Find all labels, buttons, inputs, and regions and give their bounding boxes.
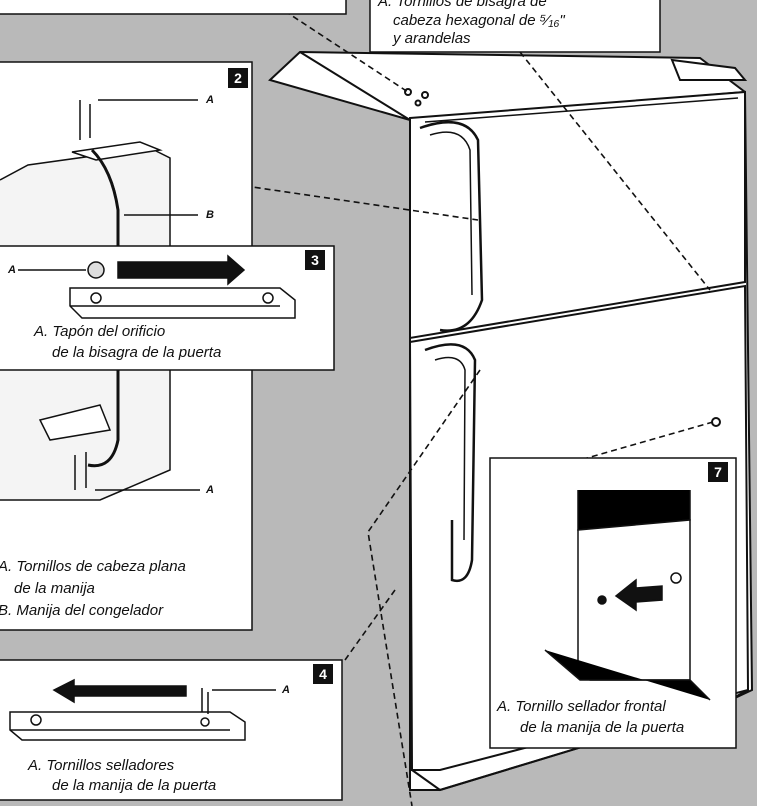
panel-3-number: 3 (305, 250, 325, 270)
panel-2-caption-line-1: A. Tornillos de cabeza plana (0, 558, 186, 575)
top-callout-box (369, 0, 661, 53)
freezer-handle (419, 120, 484, 332)
panel-2-label-b: B (206, 209, 214, 221)
panel-7-caption-line-2: de la manija de la puerta (520, 719, 685, 736)
panel-2-number: 2 (228, 68, 248, 88)
panel-4-caption-line-2: de la manija de la puerta (52, 777, 217, 794)
panel-2-label-a-bottom: A (206, 484, 214, 496)
panel-3-label-a: A (8, 264, 16, 276)
top-callout-line-1: A. Tornillos de bisagra de (378, 0, 547, 10)
top-callout-line-2: cabeza hexagonal de ⁵⁄₁₆" (393, 12, 565, 29)
fresh-food-handle (424, 343, 477, 583)
panel-3-caption-line-2: de la bisagra de la puerta (52, 344, 222, 361)
top-left-panel-edge (0, 0, 347, 15)
panel-7-caption-line-1: A. Tornillo sellador frontal (497, 698, 666, 715)
panel-7 (489, 457, 737, 749)
panel-3 (0, 245, 335, 371)
panel-2-label-a-top: A (206, 94, 214, 106)
panel-2-caption-line-3: B. Manija del congelador (0, 602, 164, 619)
panel-4-caption-line-1: A. Tornillos selladores (28, 757, 175, 774)
panel-2-caption-line-2: de la manija (14, 580, 95, 597)
top-callout-line-3: y arandelas (393, 30, 471, 47)
panel-3-caption-line-1: A. Tapón del orificio (34, 323, 166, 340)
panel-4-label-a: A (282, 684, 290, 696)
panel-4 (0, 659, 343, 801)
panel-7-number: 7 (708, 462, 728, 482)
freezer-door (409, 90, 746, 340)
panel-4-number: 4 (313, 664, 333, 684)
